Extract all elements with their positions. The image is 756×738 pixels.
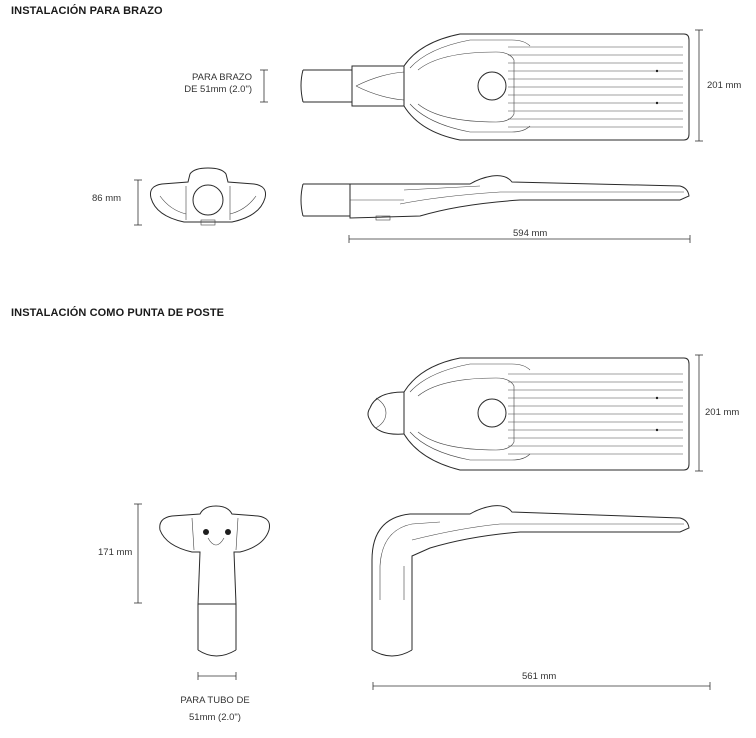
arm-length-dimension: 594 mm: [513, 228, 548, 239]
arm-front-view: [150, 167, 266, 226]
arm-mount-label-line2: DE 51mm (2.0"): [184, 84, 252, 95]
arm-top-view: [300, 33, 690, 141]
post-top-view: [367, 357, 690, 471]
tube-label-line1: PARA TUBO DE: [180, 695, 250, 706]
tube-label-line2: 51mm (2.0"): [189, 712, 241, 723]
arm-width-dimension: 201 mm: [707, 80, 742, 91]
arm-height-dimension: 86 mm: [92, 193, 122, 204]
post-front-view: [159, 505, 270, 657]
post-side-view: [371, 505, 690, 657]
post-top-installation-title: INSTALACIÓN COMO PUNTA DE POSTE: [11, 307, 225, 319]
arm-installation-title: INSTALACIÓN PARA BRAZO: [11, 5, 163, 17]
post-width-dimension: 201 mm: [705, 407, 740, 418]
arm-mount-label-line1: PARA BRAZO: [191, 72, 252, 83]
post-length-dimension: 561 mm: [522, 671, 557, 682]
arm-mount-label: PARA BRAZO DE 51mm (2.0"): [150, 72, 252, 96]
arm-side-view: [300, 175, 690, 221]
post-height-dimension: 171 mm: [98, 547, 133, 558]
tube-label: PARA TUBO DE 51mm (2.0"): [155, 692, 275, 726]
